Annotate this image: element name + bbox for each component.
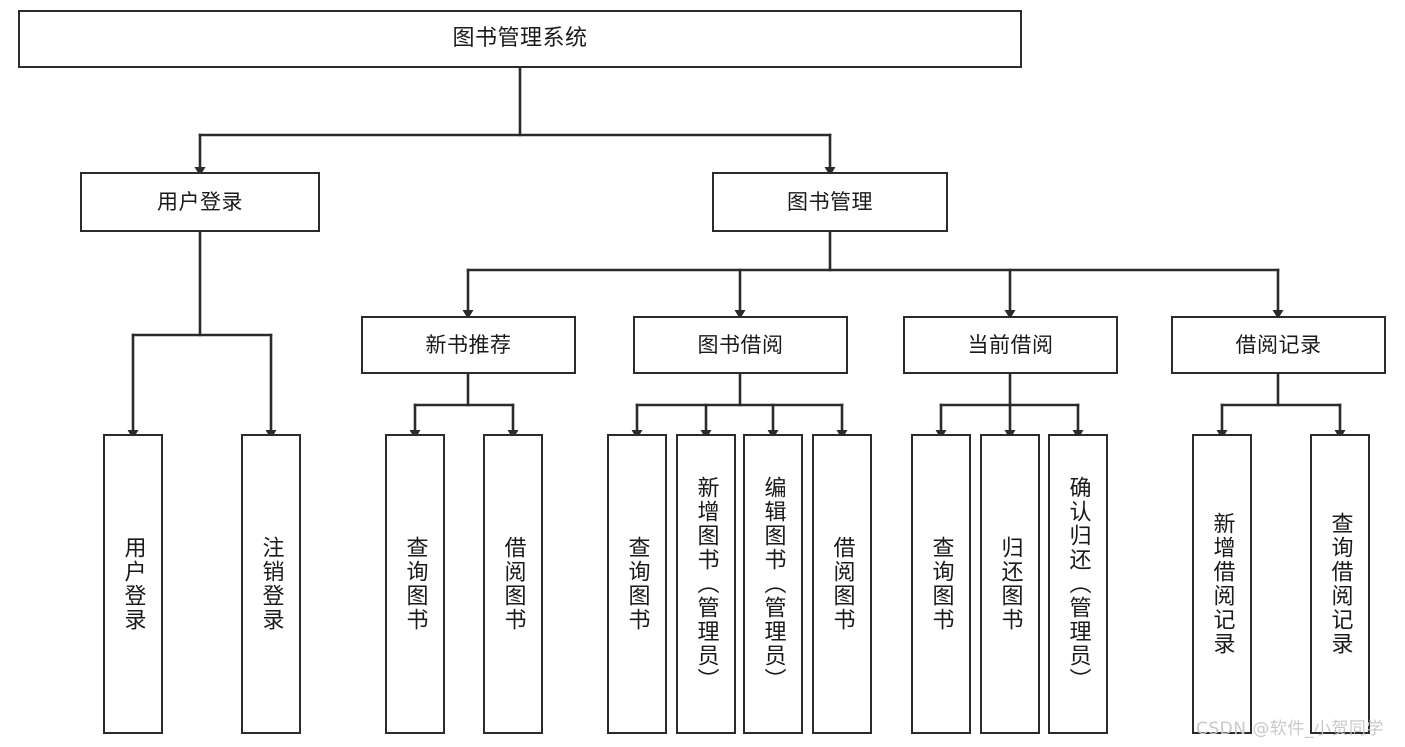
node-leaf-add-record[interactable]: 新增借阅记录 bbox=[1192, 434, 1252, 734]
node-leaf-query-book-1[interactable]: 查询图书 bbox=[385, 434, 445, 734]
node-current-borrow-label: 当前借阅 bbox=[967, 332, 1054, 357]
node-leaf-confirm-return-label: 确认归还（管理员） bbox=[1065, 476, 1091, 692]
node-leaf-query-book-3-label: 查询图书 bbox=[928, 536, 954, 632]
node-leaf-query-record[interactable]: 查询借阅记录 bbox=[1310, 434, 1370, 734]
node-leaf-query-book-3[interactable]: 查询图书 bbox=[911, 434, 971, 734]
node-borrow-record[interactable]: 借阅记录 bbox=[1171, 316, 1386, 374]
node-book-borrow[interactable]: 图书借阅 bbox=[633, 316, 848, 374]
node-leaf-query-book-2[interactable]: 查询图书 bbox=[607, 434, 667, 734]
node-book-manage-label: 图书管理 bbox=[787, 189, 873, 214]
node-leaf-confirm-return[interactable]: 确认归还（管理员） bbox=[1048, 434, 1108, 734]
node-leaf-query-book-1-label: 查询图书 bbox=[402, 536, 428, 632]
node-leaf-return-book-label: 归还图书 bbox=[997, 536, 1023, 632]
node-leaf-add-book-label: 新增图书（管理员） bbox=[693, 476, 719, 692]
node-book-manage[interactable]: 图书管理 bbox=[712, 172, 948, 232]
node-borrow-record-label: 借阅记录 bbox=[1235, 332, 1322, 357]
watermark-text: CSDN @软件_小贺同学 bbox=[1196, 719, 1384, 739]
node-leaf-query-record-label: 查询借阅记录 bbox=[1327, 512, 1353, 656]
node-root[interactable]: 图书管理系统 bbox=[18, 10, 1022, 68]
node-user-login[interactable]: 用户登录 bbox=[80, 172, 320, 232]
node-new-book-rec-label: 新书推荐 bbox=[425, 332, 512, 357]
node-leaf-query-book-2-label: 查询图书 bbox=[624, 536, 650, 632]
node-leaf-user-login-label: 用户登录 bbox=[120, 536, 146, 632]
node-leaf-return-book[interactable]: 归还图书 bbox=[980, 434, 1040, 734]
node-current-borrow[interactable]: 当前借阅 bbox=[903, 316, 1118, 374]
node-leaf-borrow-book-1-label: 借阅图书 bbox=[500, 536, 526, 632]
node-leaf-edit-book-label: 编辑图书（管理员） bbox=[760, 476, 786, 692]
node-root-label: 图书管理系统 bbox=[452, 26, 588, 52]
node-leaf-borrow-book-1[interactable]: 借阅图书 bbox=[483, 434, 543, 734]
node-leaf-user-login[interactable]: 用户登录 bbox=[103, 434, 163, 734]
node-leaf-add-book[interactable]: 新增图书（管理员） bbox=[676, 434, 736, 734]
node-book-borrow-label: 图书借阅 bbox=[697, 332, 784, 357]
node-leaf-borrow-book-2-label: 借阅图书 bbox=[829, 536, 855, 632]
node-leaf-add-record-label: 新增借阅记录 bbox=[1209, 512, 1235, 656]
node-leaf-user-logout[interactable]: 注销登录 bbox=[241, 434, 301, 734]
node-leaf-edit-book[interactable]: 编辑图书（管理员） bbox=[743, 434, 803, 734]
node-new-book-rec[interactable]: 新书推荐 bbox=[361, 316, 576, 374]
node-user-login-label: 用户登录 bbox=[157, 189, 243, 214]
node-leaf-user-logout-label: 注销登录 bbox=[258, 536, 284, 632]
node-leaf-borrow-book-2[interactable]: 借阅图书 bbox=[812, 434, 872, 734]
